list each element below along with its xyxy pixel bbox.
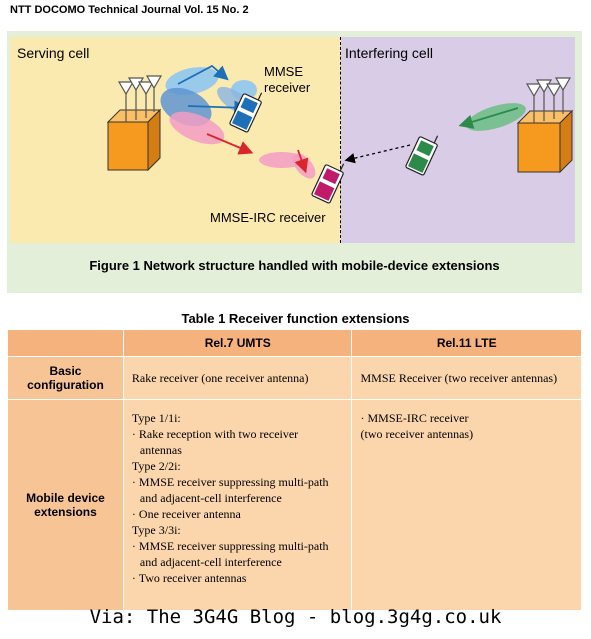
mmse-phone-icon	[229, 92, 263, 133]
umts-line: Type 1/1i:	[131, 411, 181, 425]
table-title: Table 1 Receiver function extensions	[181, 311, 410, 326]
mmse-irc-receiver-label: MMSE-IRC receiver	[210, 210, 326, 225]
umts-line: Type 2/2i:	[131, 459, 181, 473]
umts-line: · Two receiver antennas	[131, 571, 247, 585]
lte-line: (two receiver antennas)	[360, 427, 474, 441]
row-header-line: Mobile device	[26, 491, 105, 505]
mmse-receiver-label: MMSE receiver	[264, 64, 310, 96]
interfering-cell-label: Interfering cell	[345, 45, 433, 61]
column-header-lte: Rel.11 LTE	[351, 329, 582, 357]
interfering-signal-arrow	[458, 107, 519, 129]
cell-boundary	[340, 37, 341, 243]
cell-mobile-lte: · MMSE-IRC receiver (two receiver antenn…	[351, 399, 582, 611]
network-diagram	[106, 64, 574, 204]
column-header-umts: Rel.7 UMTS	[122, 329, 353, 357]
umts-line: antennas	[139, 443, 182, 457]
journal-header: NTT DOCOMO Technical Journal Vol. 15 No.…	[10, 4, 249, 16]
interfering-phone-icon	[405, 135, 439, 176]
figure-caption: Figure 1 Network structure handled with …	[89, 258, 500, 273]
table-row: Basic configuration Rake receiver (one r…	[7, 356, 582, 400]
row-header-line: extensions	[34, 505, 97, 519]
table-header-row: Rel.7 UMTS Rel.11 LTE	[7, 329, 582, 357]
cell-basic-umts: Rake receiver (one receiver antenna)	[122, 356, 353, 400]
mmse-irc-phone-icon	[311, 163, 345, 204]
mmse-label-line2: receiver	[264, 80, 311, 95]
serving-base-station	[106, 75, 163, 172]
umts-line: · MMSE receiver suppressing multi-path	[131, 539, 329, 553]
receiver-extensions-table: Rel.7 UMTS Rel.11 LTE Basic configuratio…	[7, 329, 582, 611]
interfering-base-station	[516, 77, 574, 174]
umts-line: · One receiver antenna	[131, 507, 241, 521]
umts-line: Type 3/3i:	[131, 523, 181, 537]
column-header-empty	[7, 329, 124, 357]
lte-line: · MMSE-IRC receiver	[360, 411, 469, 425]
cell-mobile-umts: Type 1/1i: · Rake reception with two rec…	[122, 399, 353, 611]
umts-line: and adjacent-cell interference	[139, 491, 282, 505]
interference-arrow	[344, 144, 411, 164]
mmse-label-line1: MMSE	[264, 64, 303, 79]
umts-line: and adjacent-cell interference	[139, 555, 282, 569]
umts-line: · Rake reception with two receiver	[131, 427, 299, 441]
source-footer: Via: The 3G4G Blog - blog.3g4g.co.uk	[89, 606, 502, 628]
table-row: Mobile device extensions Type 1/1i: · Ra…	[7, 399, 582, 611]
serving-cell-area	[10, 37, 341, 243]
cell-basic-lte: MMSE Receiver (two receiver antennas)	[351, 356, 582, 400]
umts-line: · MMSE receiver suppressing multi-path	[131, 475, 329, 489]
serving-cell-label: Serving cell	[17, 45, 90, 61]
row-header-basic-configuration: Basic configuration	[7, 356, 124, 400]
serving-arrows	[177, 64, 309, 174]
row-header-mobile-device-extensions: Mobile device extensions	[7, 399, 124, 611]
